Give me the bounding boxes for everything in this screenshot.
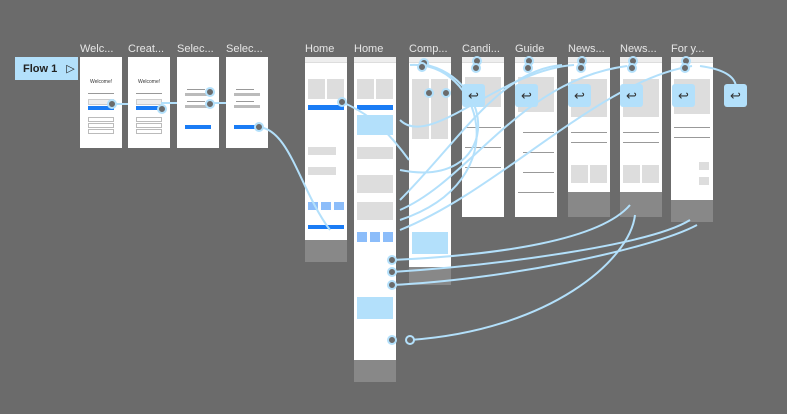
frame-news-2[interactable] [620,57,662,217]
frame-title[interactable]: Home [305,43,335,55]
frame-candidate[interactable] [462,57,504,217]
back-icon[interactable]: ↩ [620,84,643,107]
play-icon[interactable]: ▷ [66,63,75,75]
frame-title[interactable]: Selec... [226,43,263,55]
frame-title[interactable]: Home [354,43,384,55]
frame-select-2[interactable] [226,57,268,148]
back-icon[interactable]: ↩ [672,84,695,107]
frame-news-1[interactable] [568,57,610,217]
flow-label: Flow 1 [23,62,58,75]
frame-title[interactable]: Guide [515,43,545,55]
frame-title[interactable]: News... [620,43,657,55]
frame-title[interactable]: Comp... [409,43,448,55]
back-icon[interactable]: ↩ [515,84,538,107]
frame-home[interactable] [305,57,347,262]
frame-title[interactable]: Candi... [462,43,500,55]
frame-title[interactable]: News... [568,43,605,55]
frame-title[interactable]: For y... [671,43,705,55]
back-icon[interactable]: ↩ [568,84,591,107]
welcome-heading: Welcome! [138,79,161,85]
frame-title[interactable]: Welc... [80,43,114,55]
welcome-heading: Welcome! [90,79,113,85]
frame-title[interactable]: Selec... [177,43,214,55]
back-icon[interactable]: ↩ [462,84,485,107]
flow-start-label[interactable]: Flow 1 ▷ [15,57,78,80]
back-icon[interactable]: ↩ [724,84,747,107]
frame-title[interactable]: Creat... [128,43,165,55]
